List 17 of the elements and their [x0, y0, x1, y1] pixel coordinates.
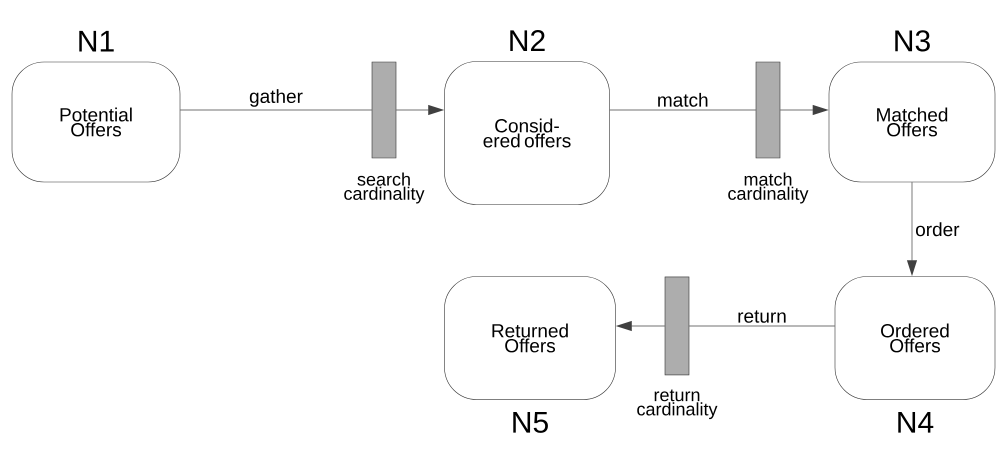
process-box: Returned Offers	[444, 276, 616, 400]
caption-text: match cardinality	[728, 172, 808, 204]
edge-label: return	[736, 309, 788, 324]
caption-text: search cardinality	[344, 172, 424, 204]
node-heading: N4	[898, 412, 934, 433]
node-heading: N5	[513, 412, 548, 433]
process-box: Consid- ered offers	[444, 61, 610, 205]
node-heading: N3	[895, 30, 930, 52]
process-box: Potential Offers	[12, 62, 180, 182]
process-box: Ordered Offers	[834, 276, 996, 400]
edge-label: match	[656, 92, 710, 108]
process-box: Matched Offers	[828, 62, 996, 182]
node-heading: N1	[79, 30, 114, 52]
edge-label: order	[914, 221, 961, 238]
caption-text: return cardinality	[637, 389, 718, 420]
edge-label: gather	[248, 88, 304, 108]
node-heading: N2	[510, 30, 545, 51]
